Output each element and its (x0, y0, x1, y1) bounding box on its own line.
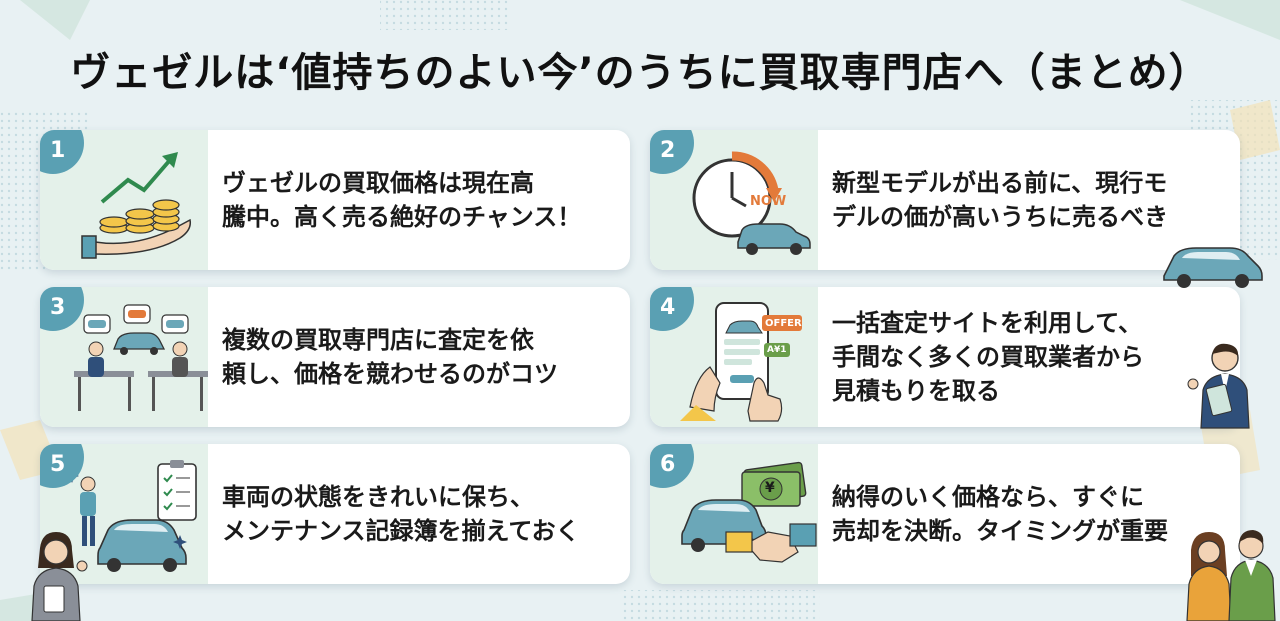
card-text-box: 一括査定サイトを利用して、 手間なく多くの買取業者から 見積もりを取る (832, 287, 1228, 427)
maintenance-checklist-icon (65, 460, 197, 572)
summary-card-4: OFFER A¥1 4 一括査定サイトを利用して、 手間なく多くの買取業者から … (650, 287, 1240, 427)
page-title: ヴェゼルは‘値持ちのよい今’のうちに買取専門店へ（まとめ） (70, 50, 1210, 96)
card-text-box: 車両の状態をきれいに保ち、 メンテナンス記録簿を揃えておく (222, 444, 618, 584)
handshake-money-icon (681, 461, 817, 563)
summary-card-5: 5 車両の状態をきれいに保ち、 メンテナンス記録簿を揃えておく (40, 444, 630, 584)
summary-card-3: 3 複数の買取専門店に査定を依 頼し、価格を競わせるのがコツ (40, 287, 630, 427)
businessman-tablet-icon (1187, 343, 1250, 429)
card-illustration: 3 (40, 287, 208, 427)
card-text-box: ヴェゼルの買取価格は現在高 騰中。高く売る絶好のチャンス！ (222, 130, 618, 270)
card-illustration: NOW 2 (650, 130, 818, 270)
card-text: 一括査定サイトを利用して、 手間なく多くの買取業者から 見積もりを取る (832, 309, 1144, 405)
offer-label: OFFER (765, 318, 802, 329)
clock-now-car-icon (692, 151, 811, 255)
card-text: 複数の買取専門店に査定を依 頼し、価格を競わせるのがコツ (222, 326, 558, 388)
card-text-box: 納得のいく価格なら、すぐに 売却を決断。タイミングが重要 (832, 444, 1228, 584)
price-tag-label: A¥1 (767, 345, 787, 355)
summary-card-1: 1 ヴェゼルの買取価格は現在高 騰中。高く売る絶好のチャンス！ (40, 130, 630, 270)
card-illustration: 1 (40, 130, 208, 270)
now-label: NOW (750, 194, 787, 209)
dealers-compete-icon (74, 304, 208, 411)
summary-card-2: NOW 2 新型モデルが出る前に、現行モ デルの価が高いうちに売るべき (650, 130, 1240, 270)
card-text: 新型モデルが出る前に、現行モ デルの価が高いうちに売るべき (832, 169, 1168, 231)
smartphone-offer-icon (680, 302, 802, 422)
card-illustration: OFFER A¥1 4 (650, 287, 818, 427)
couple-icon (1186, 530, 1276, 621)
rising-money-icon (81, 152, 192, 259)
businesswoman-icon (31, 532, 88, 621)
card-text-box: 新型モデルが出る前に、現行モ デルの価が高いうちに売るべき (832, 130, 1228, 270)
yen-symbol: ¥ (765, 480, 775, 496)
step-number-badge: 1 (40, 130, 84, 174)
card-illustration: ¥ 6 (650, 444, 818, 584)
suv-car-icon (1163, 247, 1263, 288)
card-text-box: 複数の買取専門店に査定を依 頼し、価格を競わせるのがコツ (222, 287, 618, 427)
summary-card-6: ¥ 6 納得のいく価格なら、すぐに 売却を決断。タイミングが重要 (650, 444, 1240, 584)
card-text: ヴェゼルの買取価格は現在高 騰中。高く売る絶好のチャンス！ (222, 169, 582, 231)
card-text: 車両の状態をきれいに保ち、 メンテナンス記録簿を揃えておく (222, 483, 580, 545)
card-text: 納得のいく価格なら、すぐに 売却を決断。タイミングが重要 (832, 483, 1168, 545)
